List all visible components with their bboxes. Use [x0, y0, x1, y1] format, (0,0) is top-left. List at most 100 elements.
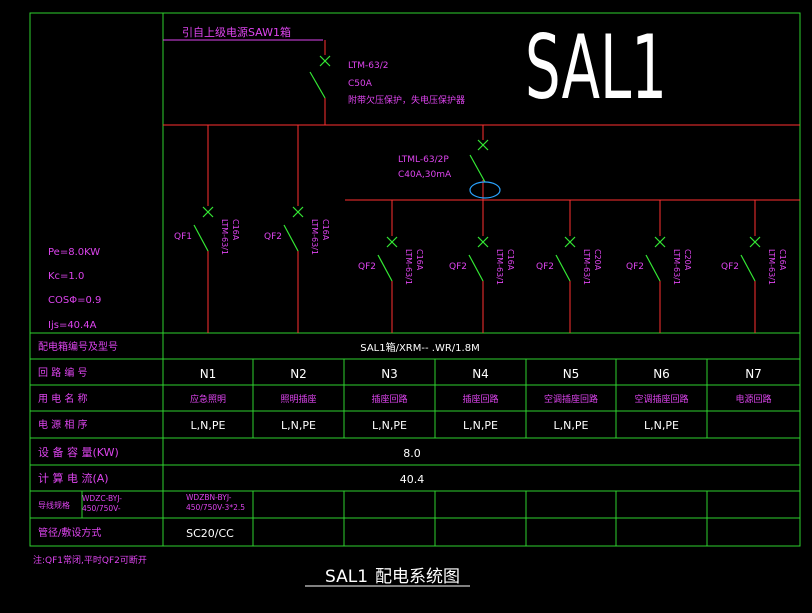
circuit-number: N2 — [290, 367, 307, 381]
circuit-phase: L,N,PE — [281, 419, 316, 432]
rcd-cross-b — [477, 139, 489, 151]
branch-breaker-model: LTM-63/1 — [495, 249, 504, 285]
rcd-blade — [469, 154, 486, 183]
branch-qf-label: QF2 — [449, 262, 467, 272]
footnote: 注:QF1常闭,平时QF2可断开 — [33, 554, 147, 566]
row-label-current: 计 算 电 流(A) — [38, 471, 109, 485]
incoming-breaker-symbol — [309, 55, 331, 99]
branch-cross-b — [292, 206, 304, 218]
title-text: 配电系统图 — [375, 567, 460, 587]
branch-cross-b — [477, 236, 489, 248]
table-columns — [81, 359, 708, 546]
incoming-breaker-model: LTM-63/2 — [348, 61, 389, 71]
incoming-breaker-blade — [309, 71, 326, 99]
circuit-phase: L,N,PE — [463, 419, 498, 432]
circuit-use: 电源回路 — [735, 393, 771, 405]
row-label-wire: 导线规格 — [38, 500, 70, 510]
branch-breaker-rating: C16A — [231, 219, 240, 241]
circuit-number: N5 — [563, 367, 580, 381]
branch-qf-label: QF2 — [358, 262, 376, 272]
conduit-value: SC20/CC — [186, 527, 234, 540]
wire-branch-spec: WDZBN-BYJ-450/750V-3*2.5 — [186, 493, 245, 512]
branch-qf-label: QF2 — [626, 262, 644, 272]
capacity-value: 8.0 — [403, 447, 421, 460]
circuit-number: N7 — [745, 367, 762, 381]
current-value: 40.4 — [400, 473, 425, 486]
param-pe: Pe=8.0KW — [48, 247, 100, 258]
circuit-number: N4 — [472, 367, 489, 381]
source-label: 引自上级电源SAW1箱 — [182, 25, 291, 39]
circuit-use: 照明插座 — [280, 393, 316, 405]
cabinet-value: SAL1箱/XRM-- .WR/1.8M — [360, 341, 479, 354]
circuit-number: N1 — [200, 367, 217, 381]
branch-blade — [468, 254, 484, 282]
circuit-phase: L,N,PE — [191, 419, 226, 432]
branch-qf-label: QF2 — [721, 262, 739, 272]
param-ijs: Ijs=40.4A — [48, 320, 97, 331]
branch-breaker-rating: C16A — [321, 219, 330, 241]
branch-blade — [740, 254, 756, 282]
wire-spec-line: 450/750V-3*2.5 — [186, 503, 245, 512]
rcd-rating: C40A,30mA — [398, 170, 452, 180]
panel-big-label: SAL1 — [525, 16, 667, 119]
branch-blade — [193, 224, 209, 252]
branch-qf-label: QF1 — [174, 232, 192, 242]
circuit-phase: L,N,PE — [644, 419, 679, 432]
circuit-use: 空调插座回路 — [544, 393, 598, 405]
branch-cross-b — [564, 236, 576, 248]
branch-blade — [645, 254, 661, 282]
outer-frame — [29, 12, 801, 547]
rcd-model: LTML-63/2P — [398, 155, 449, 165]
branch-breaker-model: LTM-63/1 — [582, 249, 591, 285]
branch-blade — [555, 254, 571, 282]
row-label-cabinet: 配电箱编号及型号 — [38, 340, 118, 353]
branch-qf-label: QF2 — [536, 262, 554, 272]
wire-main-spec: WDZC-BYJ-450/750V- — [82, 494, 122, 513]
circuit-number: N6 — [653, 367, 670, 381]
branch-blade — [283, 224, 299, 252]
branch-breaker-rating: C20A — [683, 249, 692, 271]
branch-breaker-model: LTM-63/1 — [310, 219, 319, 255]
circuit-use: 插座回路 — [371, 393, 407, 405]
incoming-breaker-cross-b — [319, 55, 331, 67]
circuit-use: 空调插座回路 — [634, 393, 688, 405]
row-label-capacity: 设 备 容 量(KW) — [38, 445, 119, 459]
wire-spec-line: 450/750V- — [82, 504, 121, 513]
title-code: SAL1 — [325, 567, 368, 587]
circuit-use: 应急照明 — [190, 393, 226, 405]
wire-spec-line: WDZC-BYJ- — [82, 494, 122, 503]
circuit-number: N3 — [381, 367, 398, 381]
row-label-conduit: 管径/敷设方式 — [38, 526, 101, 539]
branch-breaker-model: LTM-63/1 — [672, 249, 681, 285]
branch-cross-b — [386, 236, 398, 248]
circuit-phase: L,N,PE — [372, 419, 407, 432]
row-label-phase: 电 源 相 序 — [38, 418, 88, 431]
branch-breaker-model: LTM-63/1 — [404, 249, 413, 285]
branch-breaker-rating: C16A — [506, 249, 515, 271]
row-label-use: 用 电 名 称 — [38, 392, 88, 405]
circuit-phase: L,N,PE — [554, 419, 589, 432]
table-cells: N1 应急照明 L,N,PE N2 照明插座 L,N,PE N3 插座回路 L,N,PE N4 插座… — [190, 367, 772, 432]
branch-qf-label: QF2 — [264, 232, 282, 242]
circuit-use: 插座回路 — [462, 393, 498, 405]
branch-blade — [377, 254, 393, 282]
branch-cross-b — [654, 236, 666, 248]
param-kc: Kc=1.0 — [48, 271, 84, 282]
branch-cross-b — [749, 236, 761, 248]
incoming-breaker-note: 附带欠压保护，失电压保护器 — [348, 94, 465, 106]
branch-breaker-model: LTM-63/1 — [767, 249, 776, 285]
wire-spec-line: WDZBN-BYJ- — [186, 493, 232, 502]
row-label-circuit: 回 路 编 号 — [38, 366, 88, 379]
branch-breaker-rating: C20A — [593, 249, 602, 271]
param-cos: COSΦ=0.9 — [48, 295, 101, 306]
branch-breaker-rating: C16A — [415, 249, 424, 271]
incoming-breaker-rating: C50A — [348, 79, 373, 89]
branch-breaker-rating: C16A — [778, 249, 787, 271]
rcd-breaker-symbol — [469, 139, 489, 183]
branch-breaker-model: LTM-63/1 — [220, 219, 229, 255]
branch-cross-b — [202, 206, 214, 218]
rcd-ring — [469, 181, 501, 199]
